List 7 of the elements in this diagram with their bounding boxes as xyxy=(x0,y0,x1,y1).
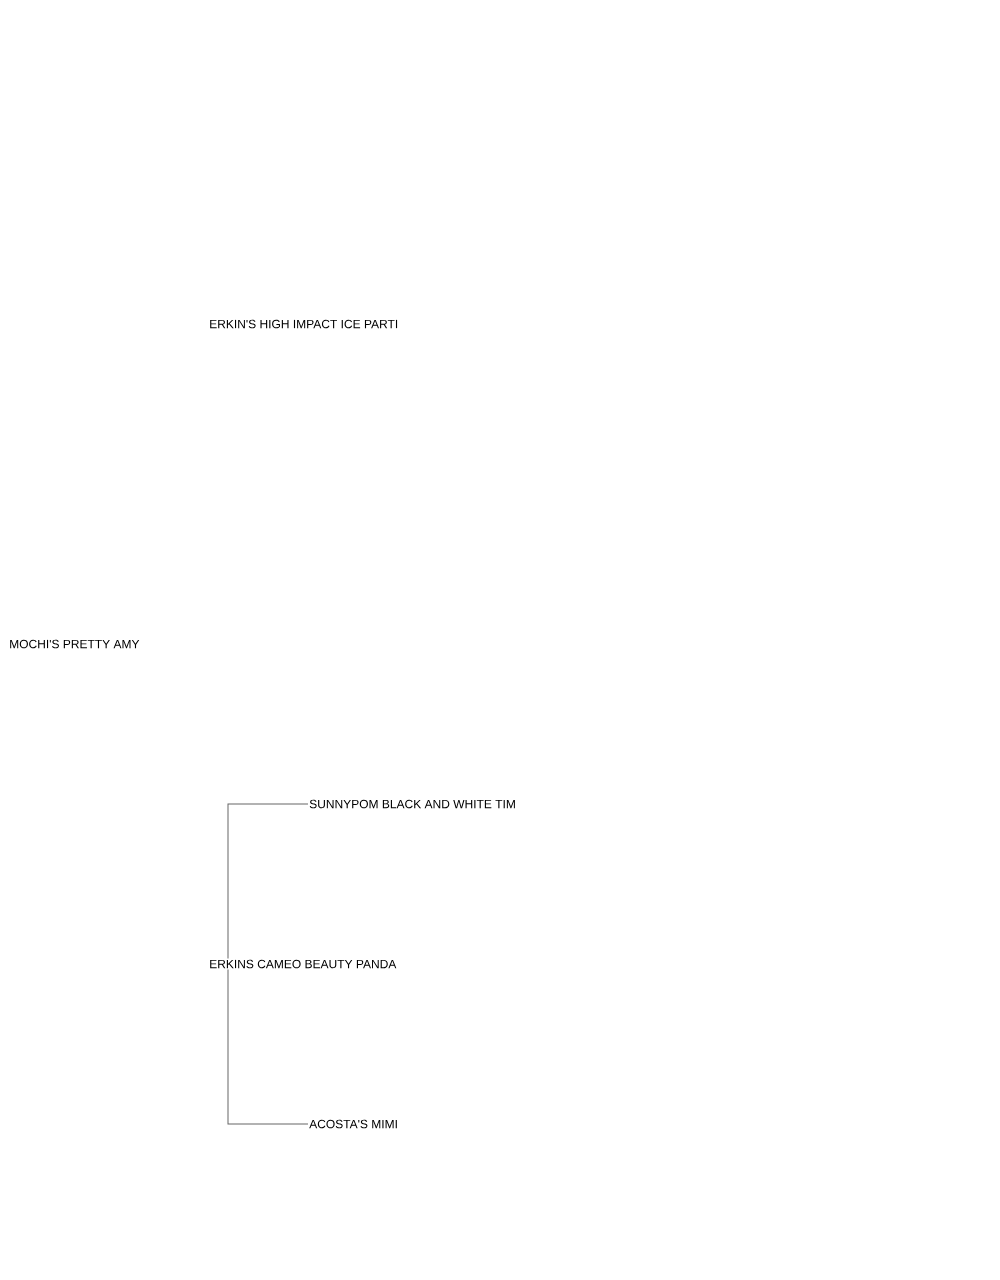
connector-line xyxy=(227,803,309,960)
name-text: MOCHI'S PRETTY AMY xyxy=(10,639,140,649)
name-text: ERKIN'S HIGH IMPACT ICE PARTI xyxy=(210,319,398,329)
name-text: SUNNYPOM BLACK AND WHITE TIM xyxy=(309,799,515,809)
name-text: ACOSTA'S MIMI xyxy=(309,1119,397,1129)
connector-line xyxy=(227,968,309,1125)
name-text: ERKINS CAMEO BEAUTY PANDA xyxy=(210,959,397,969)
